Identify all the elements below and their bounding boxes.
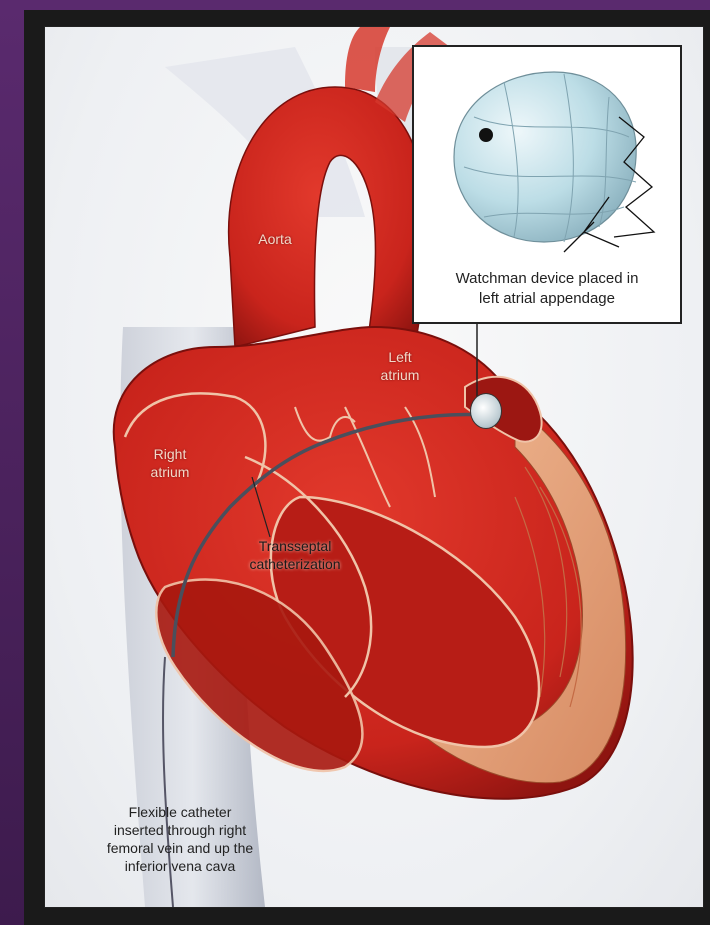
watchman-device-illustration	[414, 47, 680, 257]
inset-caption: Watchman device placed in left atrial ap…	[414, 269, 680, 309]
transseptal-label: Transseptal catheterization	[220, 537, 370, 573]
watchman-inset: Watchman device placed in left atrial ap…	[412, 45, 682, 324]
right-atrium-label: Right atrium	[135, 445, 205, 481]
left-atrium-label: Left atrium	[365, 348, 435, 384]
watchman-device-in-heart	[470, 393, 502, 429]
aorta-label: Aorta	[245, 230, 305, 248]
flexible-catheter-label: Flexible catheter inserted through right…	[75, 803, 285, 875]
illustration-panel: Aorta Left atrium Right atrium Transsept…	[44, 26, 704, 908]
device-hub	[479, 128, 493, 142]
